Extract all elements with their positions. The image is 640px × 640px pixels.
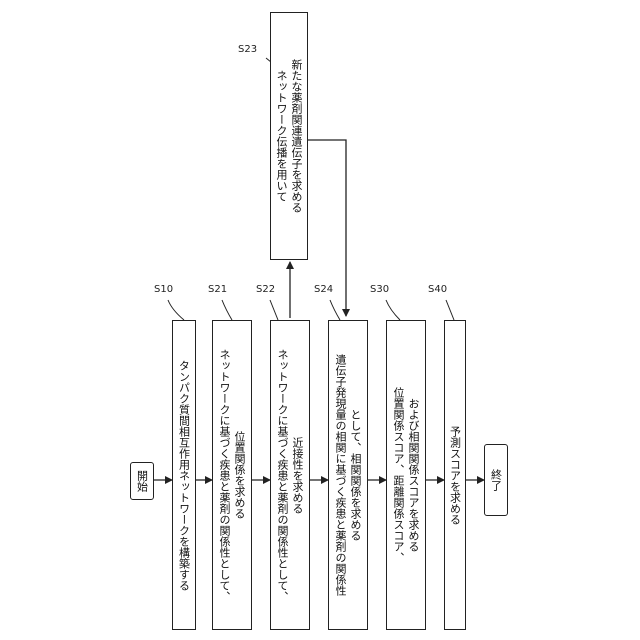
leader-s22 <box>270 300 278 320</box>
step-box-s23: ネットワーク伝播を用いて 新たな薬剤関連遺伝子を求める <box>270 12 308 260</box>
step-box-s40: 予測スコアを求める <box>444 320 466 630</box>
step-text-s40-line1: 予測スコアを求める <box>448 426 463 525</box>
step-text-s24-line2: として、相関関係を求める <box>348 409 363 541</box>
step-label-s22: S22 <box>256 284 275 295</box>
step-box-s30: 位置関係スコア、距離関係スコア、 および相関関係スコアを求める <box>386 320 426 630</box>
step-text-s10-line1: タンパク質間相互作用ネットワークを構築する <box>177 360 192 591</box>
step-text-s30-line1: 位置関係スコア、距離関係スコア、 <box>391 387 406 563</box>
step-label-s10: S10 <box>154 284 173 295</box>
leader-s21 <box>222 300 232 320</box>
step-box-s21: ネットワークに基づく疾患と薬剤の関係性として、 位置関係を求める <box>212 320 252 630</box>
leader-s30 <box>386 300 400 320</box>
leader-s10 <box>168 300 184 320</box>
start-label: 開始 <box>135 470 150 492</box>
step-label-s23: S23 <box>238 44 257 55</box>
step-box-s10: タンパク質間相互作用ネットワークを構築する <box>172 320 196 630</box>
step-text-s21-line1: ネットワークに基づく疾患と薬剤の関係性として、 <box>217 349 232 602</box>
end-label: 終了 <box>489 469 504 491</box>
step-label-s24: S24 <box>314 284 333 295</box>
step-label-s40: S40 <box>428 284 447 295</box>
step-text-s21-line2: 位置関係を求める <box>232 431 247 519</box>
step-text-s23-line1: ネットワーク伝播を用いて <box>274 70 289 202</box>
step-text-s22-line1: ネットワークに基づく疾患と薬剤の関係性として、 <box>275 349 290 602</box>
start-terminal: 開始 <box>130 462 154 500</box>
end-terminal: 終了 <box>484 444 508 516</box>
step-text-s23-line2: 新たな薬剤関連遺伝子を求める <box>289 59 304 213</box>
leader-s40 <box>446 300 454 320</box>
step-label-s30: S30 <box>370 284 389 295</box>
step-box-s22: ネットワークに基づく疾患と薬剤の関係性として、 近接性を求める <box>270 320 310 630</box>
step-box-s24: 遺伝子発現量の相関に基づく疾患と薬剤の関係性 として、相関関係を求める <box>328 320 368 630</box>
step-text-s24-line1: 遺伝子発現量の相関に基づく疾患と薬剤の関係性 <box>333 354 348 596</box>
step-text-s22-line2: 近接性を求める <box>290 437 305 514</box>
step-text-s30-line2: および相関関係スコアを求める <box>406 398 421 552</box>
step-label-s21: S21 <box>208 284 227 295</box>
leader-s24 <box>330 300 340 320</box>
